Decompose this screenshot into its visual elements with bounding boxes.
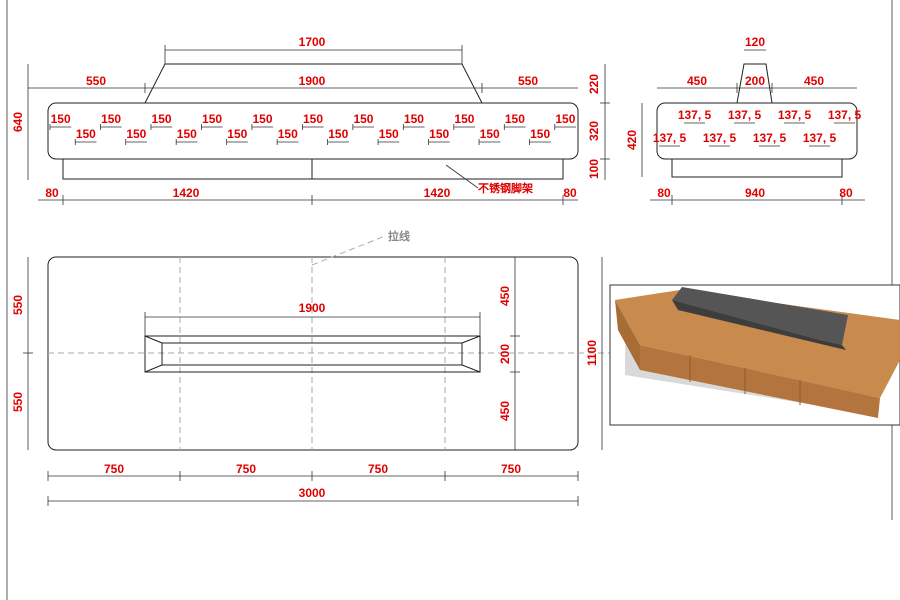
sofa-render — [609, 284, 900, 426]
segment-dim-label: 150 — [278, 127, 298, 141]
plan-backrest-outer — [144, 335, 481, 373]
segment-dim-label: 137, 5 — [703, 131, 737, 145]
segment-dim-label: 150 — [480, 127, 500, 141]
plan-dim-right-mid: 200 — [498, 344, 512, 364]
side-dim-bottom-left: 80 — [657, 186, 671, 200]
plan-dim-right-top: 450 — [498, 286, 512, 306]
dim-right-top: 550 — [518, 74, 538, 88]
pull-line-leader — [311, 235, 386, 266]
segment-dim-label: 150 — [177, 127, 197, 141]
segment-dim-label: 150 — [101, 112, 121, 126]
plan-dim-bottom-2: 750 — [236, 462, 256, 476]
plan-dim-left-bottom: 550 — [11, 392, 25, 412]
plan-dim-bottom-4: 750 — [501, 462, 521, 476]
dim-back-height: 220 — [587, 74, 601, 94]
plan-dim-right-bottom: 450 — [498, 401, 512, 421]
side-dim-bottom-right: 80 — [839, 186, 853, 200]
render-seat-front — [640, 345, 880, 418]
segment-dim-label: 137, 5 — [753, 131, 787, 145]
plan-dim-depth: 1100 — [585, 340, 599, 366]
front-backrest — [144, 63, 483, 104]
dim-base-height: 100 — [587, 159, 601, 179]
front-segment-dims: 150 150 150 150 150 150 150 150 150 150 150 150 150 1… — [49, 112, 576, 145]
segment-dim-label: 150 — [429, 127, 449, 141]
render-backrest-side — [672, 300, 846, 350]
side-base — [671, 158, 843, 178]
render-seat-side — [615, 300, 640, 370]
segment-dim-label: 150 — [530, 127, 550, 141]
segment-dim-label: 150 — [227, 127, 247, 141]
dim-seat-height: 320 — [587, 121, 601, 141]
segment-dim-label: 150 — [505, 112, 525, 126]
segment-dim-label: 150 — [126, 127, 146, 141]
plan-dim-bottom-1: 750 — [104, 462, 124, 476]
side-dim-mid: 200 — [745, 74, 765, 88]
segment-dim-label: 137, 5 — [728, 108, 762, 122]
dim-top-width: 1700 — [299, 35, 326, 49]
dim-left-top: 550 — [86, 74, 106, 88]
dim-bottom-left: 80 — [45, 186, 59, 200]
front-view: 1700 550 1900 550 640 220 320 100 150150… — [11, 35, 610, 205]
segment-dim-label: 137, 5 — [678, 108, 712, 122]
segment-dim-label: 150 — [555, 112, 575, 126]
segment-dim-label: 150 — [76, 127, 96, 141]
segment-dim-label: 137, 5 — [803, 131, 837, 145]
pull-line-note: 拉线 — [388, 229, 410, 243]
plan-bevel — [461, 335, 481, 344]
segment-dim-label: 137, 5 — [778, 108, 812, 122]
side-dim-top: 120 — [745, 35, 765, 49]
segment-dim-label: 150 — [253, 112, 273, 126]
dim-height-total: 640 — [11, 112, 25, 132]
front-base — [62, 158, 564, 180]
segment-dim-label: 137, 5 — [653, 131, 687, 145]
segment-dim-label: 150 — [404, 112, 424, 126]
render-backrest — [672, 287, 848, 345]
segment-dim-label: 150 — [454, 112, 474, 126]
plan-dim-total: 3000 — [299, 486, 326, 500]
side-backrest — [736, 63, 773, 104]
segment-dim-label: 150 — [152, 112, 172, 126]
segment-dim-label: 150 — [353, 112, 373, 126]
segment-dim-label: 150 — [379, 127, 399, 141]
plan-backrest-inner — [161, 342, 463, 366]
side-dim-right: 450 — [804, 74, 824, 88]
leg-note: 不锈钢脚架 — [478, 181, 533, 195]
plan-bevel — [144, 335, 163, 344]
dim-center-top: 1900 — [299, 74, 326, 88]
plan-dim-inner-width: 1900 — [299, 301, 326, 315]
leg-leader-line — [445, 164, 479, 189]
dim-bottom-right: 80 — [563, 186, 577, 200]
side-dim-bottom-mid: 940 — [745, 186, 765, 200]
side-dim-left: 450 — [687, 74, 707, 88]
side-segment-dims: 137, 5 137, 5 137, 5 137, 5 137, 5 137, 5 137,… — [653, 108, 862, 147]
segment-dim-label: 137, 5 — [828, 108, 862, 122]
segment-dim-label: 150 — [202, 112, 222, 126]
segment-dim-label: 150 — [51, 112, 71, 126]
dim-bottom-mid2: 1420 — [424, 186, 451, 200]
segment-dim-label: 150 — [303, 112, 323, 126]
segment-dim-label: 150 — [328, 127, 348, 141]
plan-dim-bottom-3: 750 — [368, 462, 388, 476]
plan-dim-left-top: 550 — [11, 295, 25, 315]
dim-bottom-mid1: 1420 — [173, 186, 200, 200]
plan-bevel — [461, 364, 481, 373]
side-dim-height: 420 — [625, 130, 639, 150]
plan-view: 拉线 1900 550 550 450 200 450 1100 750 750… — [11, 229, 612, 506]
plan-bevel — [144, 364, 163, 373]
